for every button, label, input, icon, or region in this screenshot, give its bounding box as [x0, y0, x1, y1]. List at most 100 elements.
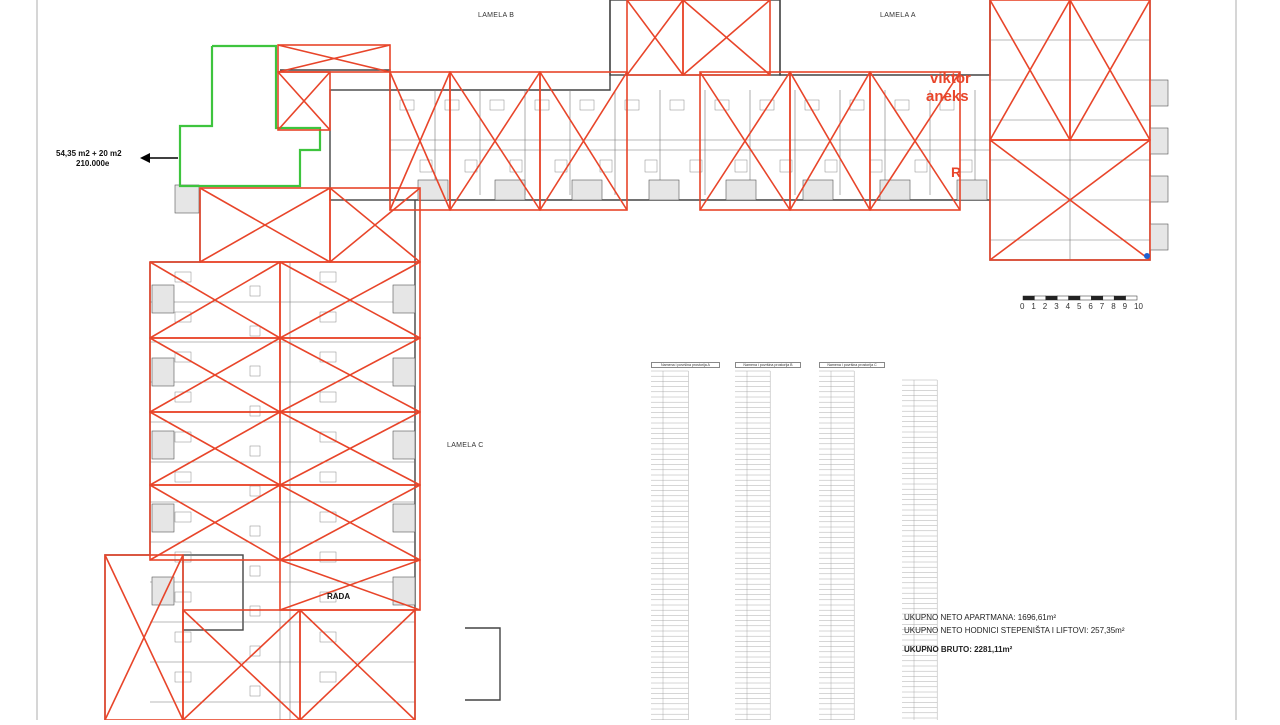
cross-frame	[539, 71, 628, 211]
handwritten-r: R	[951, 164, 962, 180]
legend-grid	[902, 379, 938, 720]
legend-table-a: Namena i površina prostorija A	[651, 362, 720, 369]
cross-stroke	[149, 411, 281, 486]
cross-frame	[277, 71, 331, 131]
bed-fixture	[714, 99, 730, 111]
cross-stroke	[277, 44, 391, 73]
balcony	[174, 184, 200, 214]
legend-header-b: Namena i površina prostorija B	[735, 362, 801, 369]
cross-stroke	[149, 337, 281, 413]
bath-fixture	[824, 159, 838, 173]
handwritten-viktor: viktor	[930, 70, 971, 87]
cross-stroke	[789, 71, 871, 211]
cross-stroke	[279, 484, 421, 561]
bed-fixture	[319, 471, 337, 483]
bath-fixture	[959, 159, 973, 173]
scale-label: 10	[1134, 302, 1143, 311]
cross-stroke	[299, 609, 416, 721]
scale-label: 4	[1065, 302, 1071, 311]
cross-stroke	[626, 0, 684, 76]
bed-fixture	[174, 351, 192, 363]
selected-apartment-highlight	[178, 44, 322, 188]
scale-segment	[1079, 295, 1092, 301]
bed-fixture	[444, 99, 460, 111]
bed-fixture	[174, 431, 192, 443]
bath-fixture	[464, 159, 478, 173]
cross-stroke	[1069, 0, 1151, 141]
bed-fixture	[894, 99, 910, 111]
scale-label: 6	[1088, 302, 1093, 311]
balcony	[571, 179, 603, 201]
bath-fixture	[914, 159, 928, 173]
bed-fixture	[319, 671, 337, 683]
scale-label: 3	[1054, 302, 1059, 311]
total-neto-hodnici: UKUPNO NETO HODNICI STEPENIŠTA I LIFTOVI…	[904, 626, 1125, 635]
cross-stroke	[149, 261, 281, 339]
bed-fixture	[319, 631, 337, 643]
bed-fixture	[579, 99, 595, 111]
cross-stroke	[699, 71, 791, 211]
bath-fixture	[249, 645, 261, 657]
bath-fixture	[249, 285, 261, 297]
legend-grid	[651, 370, 689, 720]
scale-label: 5	[1077, 302, 1082, 311]
balcony	[1149, 127, 1169, 155]
cross-stroke	[449, 71, 541, 211]
wall-segment	[465, 627, 501, 701]
bath-fixture	[249, 685, 261, 697]
bed-fixture	[624, 99, 640, 111]
balcony	[392, 430, 416, 460]
bath-fixture	[249, 525, 261, 537]
cross-stroke	[682, 0, 771, 76]
annotation-arrow	[140, 153, 178, 163]
bed-fixture	[319, 511, 337, 523]
bath-fixture	[734, 159, 748, 173]
balcony	[1149, 79, 1169, 107]
balcony	[956, 179, 988, 201]
legend-table-b: Namena i površina prostorija B	[735, 362, 801, 369]
bed-fixture	[319, 591, 337, 603]
legend-header-c: Namena i površina prostorija C	[819, 362, 885, 369]
bath-fixture	[249, 445, 261, 457]
bath-fixture	[249, 405, 261, 417]
bed-fixture	[319, 351, 337, 363]
cross-stroke	[279, 411, 421, 486]
balcony	[1149, 223, 1169, 251]
bath-fixture	[249, 365, 261, 377]
balcony	[151, 503, 175, 533]
scale-segment	[1056, 295, 1069, 301]
bed-fixture	[174, 511, 192, 523]
cross-stroke	[199, 187, 331, 263]
total-neto-apartmana: UKUPNO NETO APARTMANA: 1696,61m²	[904, 613, 1057, 622]
lamela-a-label: LAMELA A	[880, 12, 916, 19]
cross-frame	[989, 139, 1151, 261]
bed-fixture	[319, 311, 337, 323]
balcony	[725, 179, 757, 201]
balcony	[392, 357, 416, 387]
scale-segment	[1045, 295, 1058, 301]
scale-segment	[1034, 295, 1047, 301]
cross-stroke	[279, 337, 421, 413]
bath-fixture	[779, 159, 793, 173]
area-annotation-line1: 54,35 m2 + 20 m2	[56, 149, 122, 158]
stair-core-b	[329, 89, 391, 201]
legend-grid	[819, 370, 855, 720]
legend-header-a: Namena i površina prostorija A	[651, 362, 720, 369]
balcony	[151, 357, 175, 387]
scale-bar	[1022, 295, 1138, 301]
room-fixtures	[174, 99, 973, 697]
cross-stroke	[279, 559, 421, 611]
cross-stroke	[104, 554, 184, 721]
scale-label: 8	[1111, 302, 1116, 311]
bath-fixture	[249, 325, 261, 337]
cross-stroke	[149, 484, 281, 561]
scale-label: 1	[1031, 302, 1036, 311]
cross-stroke	[869, 71, 961, 211]
cross-frame	[869, 71, 961, 211]
scale-label: 7	[1099, 302, 1105, 311]
lamela-c-label: LAMELA C	[447, 442, 484, 449]
handwritten-aneks: aneks	[926, 88, 969, 105]
bed-fixture	[759, 99, 775, 111]
